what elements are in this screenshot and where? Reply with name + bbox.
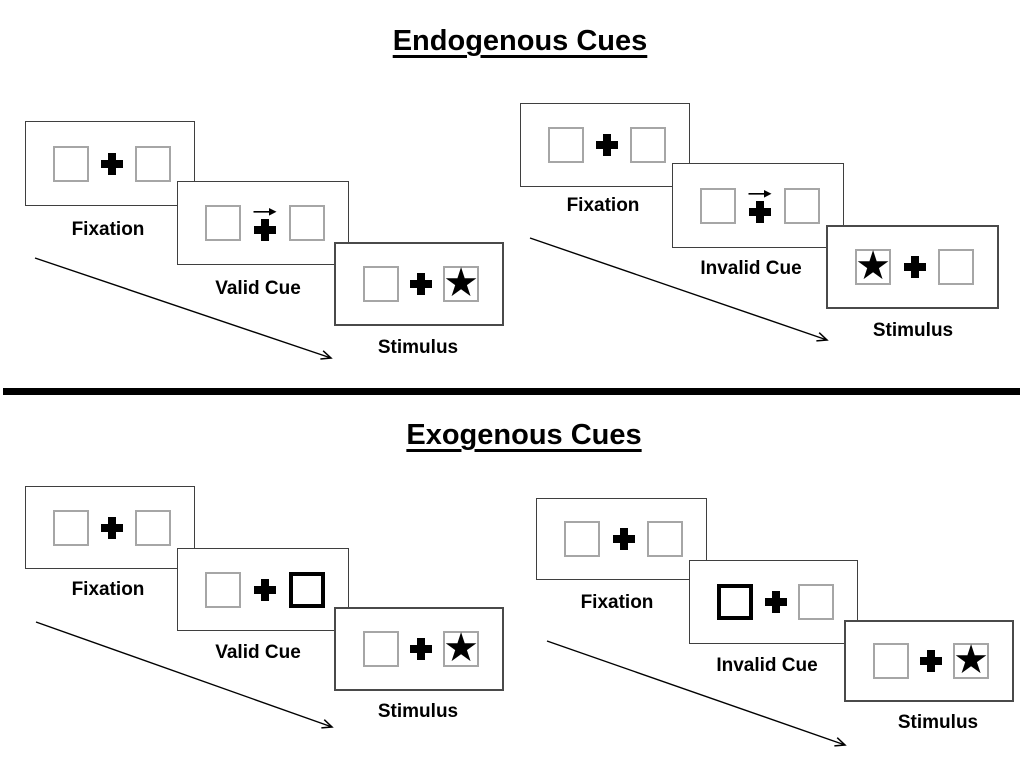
placeholder-square-right <box>630 127 666 163</box>
section-title-endogenous: Endogenous Cues <box>393 25 648 58</box>
panel-fixation <box>520 103 690 187</box>
trial-sequence-exogenous-valid: ★ Fixation Valid Cue Stimulus <box>25 486 515 746</box>
panel-stimulus: ★ <box>844 620 1014 702</box>
panel-stimulus: ★ <box>334 242 504 326</box>
sequence-arrow-icon <box>34 257 333 360</box>
panel-valid-cue <box>177 181 349 265</box>
star-square: ★ <box>443 624 479 671</box>
fixation-cross-icon <box>101 152 123 175</box>
placeholder-square-right <box>798 584 834 620</box>
trial-sequence-endogenous-invalid: ★ Fixation Invalid Cue Stimulus <box>520 103 1010 358</box>
cue-arrow-right-icon <box>253 207 277 216</box>
panel-label-fixation: Fixation <box>566 195 640 216</box>
placeholder-square-left <box>205 205 241 241</box>
trial-sequence-endogenous-valid: ★ Fixation Valid Cue Stimulus <box>25 121 515 376</box>
section-title-text: Endogenous Cues <box>392 25 648 57</box>
bold-cue-square <box>289 571 325 608</box>
panel-label-valid-cue: Valid Cue <box>215 278 301 299</box>
fixation-cross-icon <box>749 201 771 223</box>
placeholder-square-left <box>363 266 399 302</box>
trial-sequence-exogenous-invalid: ★ Fixation Invalid Cue Stimulus <box>536 498 1023 763</box>
section-title-text: Exogenous Cues <box>406 419 642 451</box>
bold-cue-square <box>717 584 753 620</box>
cue-arrow-right-icon <box>748 190 772 198</box>
panel-invalid-cue <box>672 163 844 248</box>
star-icon: ★ <box>953 636 989 683</box>
star-square: ★ <box>855 242 891 289</box>
sequence-arrow-icon <box>546 640 847 747</box>
placeholder-square-left <box>700 187 736 224</box>
section-title-exogenous: Exogenous Cues <box>406 419 641 452</box>
sequence-arrow-icon <box>35 621 334 729</box>
placeholder-square-right <box>938 249 974 285</box>
panel-fixation <box>25 121 195 206</box>
panel-label-invalid-cue: Invalid Cue <box>700 258 802 279</box>
placeholder-square-left <box>564 521 600 557</box>
placeholder-square-right <box>135 145 171 182</box>
panel-stimulus: ★ <box>334 607 504 691</box>
placeholder-square-right <box>289 205 325 241</box>
placeholder-square-left <box>363 631 399 667</box>
fixation-cross-icon <box>596 134 618 156</box>
panel-label-stimulus: Stimulus <box>377 337 459 358</box>
placeholder-square-left <box>873 643 909 679</box>
star-icon: ★ <box>443 624 479 671</box>
placeholder-square-left <box>53 509 89 546</box>
placeholder-square-right <box>784 187 820 224</box>
fixation-cross-icon <box>410 273 432 295</box>
placeholder-square-left <box>548 127 584 163</box>
panel-label-valid-cue: Valid Cue <box>215 642 301 663</box>
placeholder-square-left <box>53 145 89 182</box>
fixation-cross-icon <box>101 516 123 539</box>
panel-fixation <box>25 486 195 569</box>
panel-label-fixation: Fixation <box>71 579 145 600</box>
fixation-cross-icon <box>410 638 432 660</box>
star-square: ★ <box>953 636 989 683</box>
panel-label-fixation: Fixation <box>580 592 654 613</box>
fixation-cross-icon <box>254 218 276 241</box>
panel-valid-cue <box>177 548 349 631</box>
fixation-cross-icon <box>903 256 926 278</box>
panel-label-stimulus: Stimulus <box>872 320 954 341</box>
fixation-cross-icon <box>920 650 942 672</box>
panel-label-fixation: Fixation <box>71 219 145 240</box>
star-icon: ★ <box>443 259 479 306</box>
panel-label-stimulus: Stimulus <box>897 712 979 733</box>
panel-label-invalid-cue: Invalid Cue <box>716 655 818 676</box>
panel-fixation <box>536 498 707 580</box>
star-square: ★ <box>443 259 479 306</box>
placeholder-square-right <box>647 521 683 557</box>
fixation-cross-icon <box>612 528 635 550</box>
panel-stimulus: ★ <box>826 225 999 309</box>
fixation-cross-icon <box>764 591 787 613</box>
panel-invalid-cue <box>689 560 858 644</box>
star-icon: ★ <box>855 242 891 289</box>
section-divider <box>3 388 1020 395</box>
placeholder-square-right <box>135 509 171 546</box>
sequence-arrow-icon <box>529 237 829 342</box>
fixation-cross-icon <box>254 578 276 601</box>
placeholder-square-left <box>205 571 241 608</box>
panel-label-stimulus: Stimulus <box>377 701 459 722</box>
